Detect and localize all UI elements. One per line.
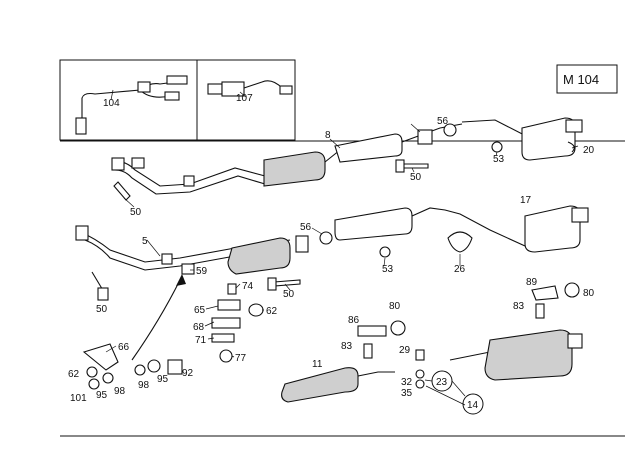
hanger-20 — [567, 141, 575, 153]
callout-74: 74 — [242, 281, 254, 292]
callout-83-right: 83 — [513, 301, 525, 312]
bolt-50-upper — [395, 159, 429, 173]
oxygen-sensor-104 — [75, 75, 188, 135]
callout-68: 68 — [193, 322, 205, 333]
indicator-arrow — [131, 274, 186, 361]
bolt-50-lower — [267, 277, 301, 291]
callout-86: 86 — [348, 315, 360, 326]
center-muffler-lower — [295, 207, 526, 253]
bracket-50-left-upper — [113, 181, 131, 201]
mount-59 — [181, 263, 195, 275]
callout-53-upper: 53 — [493, 154, 505, 165]
callout-89: 89 — [526, 277, 538, 288]
callout-20: 20 — [583, 145, 595, 156]
hardware-89-80-83 — [531, 282, 580, 319]
callout-11: 11 — [312, 359, 323, 370]
callout-14: 14 — [467, 400, 479, 411]
hardware-29-32-35 — [415, 349, 425, 389]
bracket-50-left-lower — [91, 271, 109, 301]
callout-107: 107 — [236, 93, 253, 104]
callout-83-center: 83 — [341, 341, 353, 352]
center-muffler-upper — [324, 123, 463, 163]
mounting-hardware-center — [211, 283, 264, 363]
callout-80-right: 80 — [583, 288, 595, 299]
model-code-box: M 104 — [556, 64, 618, 94]
callout-23: 23 — [436, 377, 448, 388]
callout-95-right: 95 — [157, 374, 169, 385]
front-pipe-upper — [111, 157, 266, 195]
callout-50-bolt-upper: 50 — [410, 172, 422, 183]
clamp-53-upper — [491, 141, 503, 153]
sensor-inset-frame — [59, 59, 296, 141]
callout-5: 5 — [142, 236, 148, 247]
rear-muffler-bottom — [449, 329, 583, 381]
callout-17: 17 — [520, 195, 532, 206]
callout-62-left: 62 — [68, 369, 80, 380]
bracket-set-66 — [82, 343, 183, 390]
callout-98-left: 98 — [114, 386, 126, 397]
model-code: M 104 — [563, 72, 599, 87]
callout-66: 66 — [118, 342, 130, 353]
front-pipe-bottom — [281, 367, 395, 403]
callout-35: 35 — [401, 388, 413, 399]
callout-29: 29 — [399, 345, 411, 356]
hardware-86-80-83 — [357, 320, 406, 359]
callout-53-lower: 53 — [382, 264, 394, 275]
callout-92: 92 — [182, 368, 194, 379]
oxygen-sensor-107 — [207, 80, 293, 97]
callout-50-bracket-lower: 50 — [96, 304, 108, 315]
callout-50-bolt-lower: 50 — [283, 289, 295, 300]
clamp-26 — [447, 231, 473, 253]
leader-lines — [105, 89, 579, 358]
callout-59: 59 — [196, 266, 208, 277]
rear-muffler-lower — [524, 205, 589, 253]
callout-8: 8 — [325, 130, 331, 141]
callout-77: 77 — [235, 353, 247, 364]
callout-65: 65 — [194, 305, 206, 316]
front-pipe-lower — [75, 225, 291, 271]
callout-62-center: 62 — [266, 306, 278, 317]
callout-95-left: 95 — [96, 390, 108, 401]
callout-56-lower: 56 — [300, 222, 312, 233]
callout-101: 101 — [70, 393, 87, 404]
callout-80-center: 80 — [389, 301, 401, 312]
callout-56-upper: 56 — [437, 116, 449, 127]
callout-104: 104 — [103, 98, 120, 109]
callout-26: 26 — [454, 264, 466, 275]
callout-labels: 104 107 8 56 53 20 50 50 5 56 17 53 26 5… — [68, 93, 595, 411]
catalytic-converter-upper — [263, 151, 326, 187]
callout-98-right: 98 — [138, 380, 150, 391]
callout-71: 71 — [195, 335, 207, 346]
callout-50-bracket-upper: 50 — [130, 207, 142, 218]
callout-32: 32 — [401, 377, 413, 388]
nut-53-lower — [379, 246, 391, 258]
rear-muffler-upper — [461, 117, 583, 161]
catalytic-converter-lower — [227, 237, 291, 275]
